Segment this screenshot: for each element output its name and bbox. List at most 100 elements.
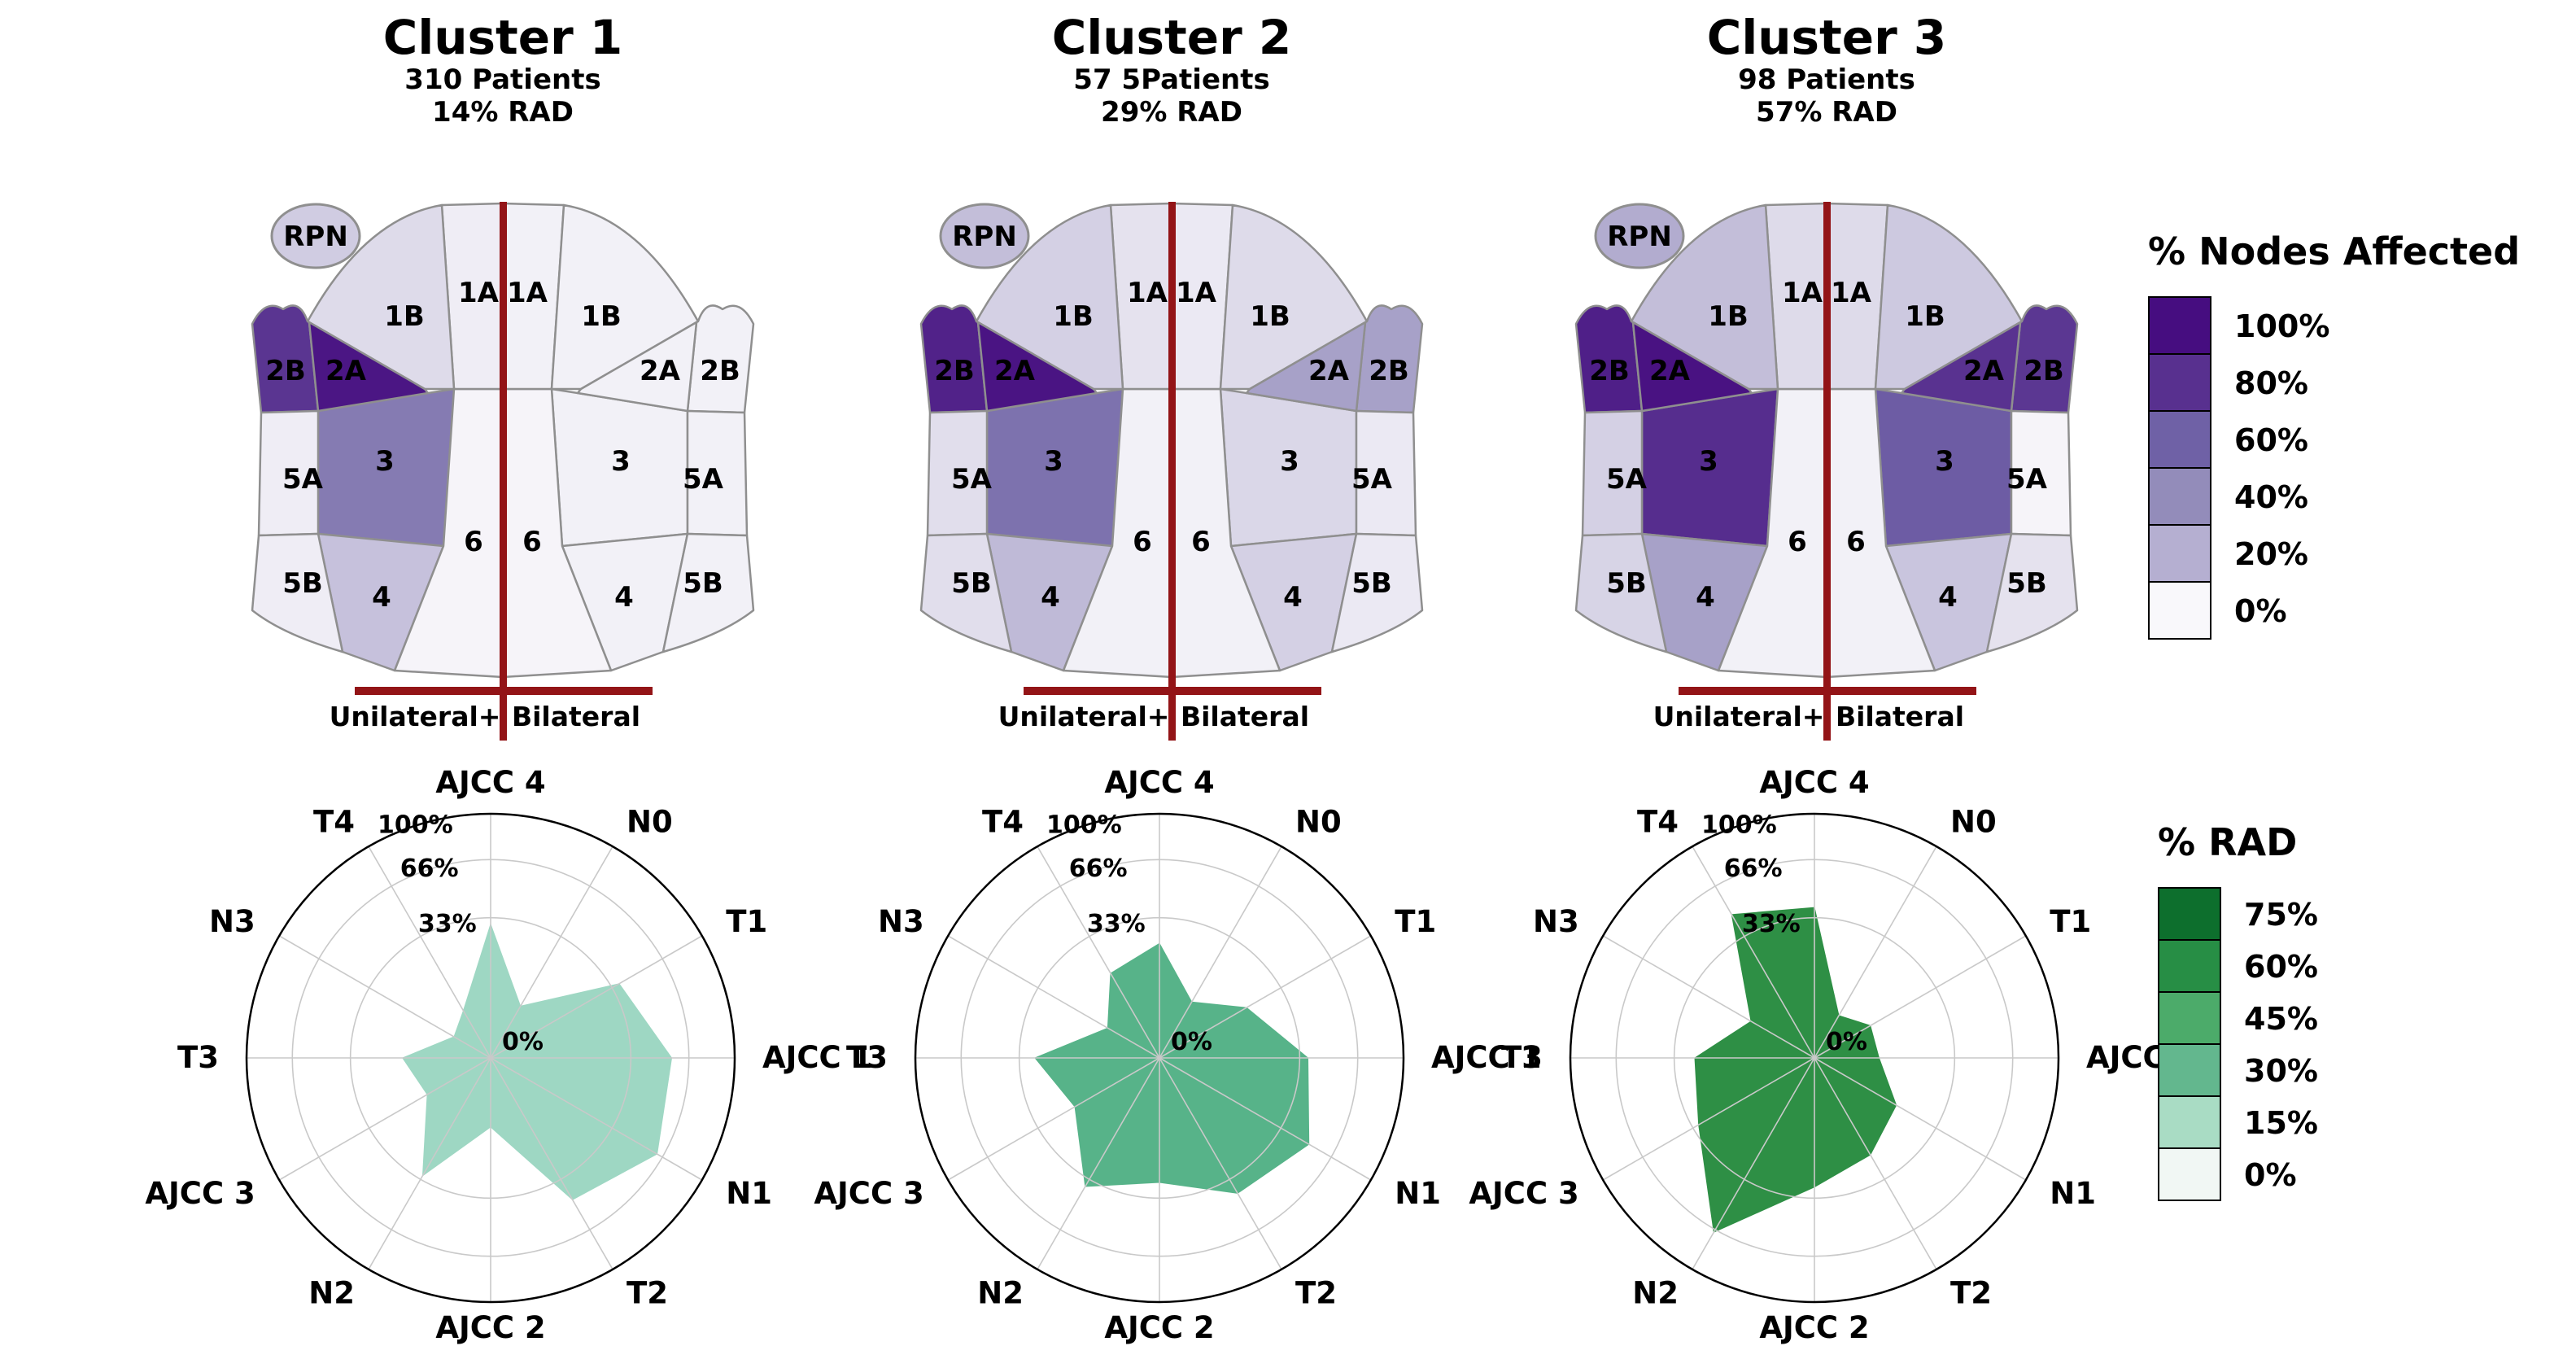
- radar-tick-0: 0%: [1171, 1028, 1212, 1056]
- region-label-2B-left: 2B: [265, 355, 306, 387]
- region-label-2B-left: 2B: [934, 355, 975, 387]
- radar-spoke: [947, 1057, 1160, 1181]
- legend-nodes-title: % Nodes Affected: [2148, 229, 2521, 273]
- radar-spoke: [1159, 935, 1372, 1059]
- region-label-5B-left: 5B: [1606, 567, 1647, 600]
- legend-item-40%: 40%: [2148, 467, 2520, 526]
- neck-regions-right: [1825, 202, 2079, 679]
- unilateral-label: Unilateral+: [1653, 701, 1825, 732]
- rpn-label: RPN: [1607, 221, 1672, 253]
- legend-label-75%: 75%: [2244, 897, 2318, 933]
- region-label-1A-left: 1A: [1782, 277, 1823, 309]
- region-2B-right: [1355, 304, 1424, 414]
- legend-label-0%: 0%: [2244, 1157, 2297, 1193]
- radar-tick-0: 0%: [502, 1028, 544, 1056]
- legend-item-75%: 75%: [2158, 887, 2318, 941]
- radar-spoke: [368, 846, 491, 1059]
- radar-axis-label-T3: T3: [1501, 1040, 1543, 1075]
- legend-rad-rows: 75%60%45%30%15%0%: [2158, 887, 2318, 1201]
- midline: [500, 202, 507, 741]
- legend-item-15%: 15%: [2158, 1095, 2318, 1149]
- cluster3-header: Cluster 3 98 Patients 57% RAD: [1501, 11, 2152, 129]
- radar-spoke: [278, 935, 491, 1059]
- region-label-5A-right: 5A: [683, 463, 724, 496]
- radar-spoke: [1602, 1057, 1815, 1181]
- region-5B-left: [251, 532, 344, 653]
- cluster3-rad: 57% RAD: [1756, 96, 1897, 129]
- region-label-2A-left: 2A: [994, 355, 1036, 387]
- legend-rad: % RAD 75%60%45%30%15%0%: [2158, 820, 2318, 1201]
- radar-spoke: [1692, 1057, 1815, 1270]
- radar-tick-0: 0%: [1826, 1028, 1867, 1056]
- legend-swatch-80%: [2148, 353, 2211, 412]
- radar-axis-label-AJCC2: AJCC 2: [435, 1310, 545, 1345]
- radar-axis-label-N0: N0: [1950, 805, 1997, 840]
- region-label-4-left: 4: [1696, 581, 1715, 614]
- region-2A-left: [976, 321, 1098, 413]
- region-label-1B-right: 1B: [1250, 300, 1290, 333]
- radar-tick-100%: 100%: [378, 811, 453, 840]
- legend-swatch-0%: [2148, 581, 2211, 640]
- legend-label-60%: 60%: [2234, 422, 2308, 458]
- region-2A-left: [308, 321, 430, 413]
- radar-axis-label-N2: N2: [977, 1275, 1024, 1310]
- region-5B-right: [1330, 532, 1424, 653]
- region-label-5A-left: 5A: [951, 463, 993, 496]
- bilateral-label: Bilateral: [1181, 701, 1309, 732]
- region-label-1B-left: 1B: [384, 300, 425, 333]
- legend-nodes-affected: % Nodes Affected 100%80%60%40%20%0%: [2148, 229, 2520, 640]
- radar-spoke: [1037, 846, 1160, 1059]
- region-label-5A-right: 5A: [1351, 463, 1393, 496]
- radar-axis-label-N3: N3: [878, 904, 924, 939]
- radar-axis-label-AJCC4: AJCC 4: [435, 765, 545, 800]
- radar-axis-label-T2: T2: [627, 1275, 668, 1310]
- radar-tick-66%: 66%: [1069, 854, 1128, 883]
- legend-rad-title: % RAD: [2158, 820, 2298, 864]
- legend-swatch-15%: [2158, 1095, 2221, 1149]
- neck-regions-left: [1574, 202, 1828, 679]
- region-label-1B-right: 1B: [1905, 300, 1945, 333]
- radar-tick-66%: 66%: [1724, 854, 1783, 883]
- legend-label-20%: 20%: [2234, 536, 2308, 572]
- region-label-5B-right: 5B: [683, 567, 723, 600]
- region-label-2A-right: 2A: [1308, 355, 1350, 387]
- legend-swatch-60%: [2158, 939, 2221, 993]
- region-label-1B-right: 1B: [581, 300, 622, 333]
- radar-tick-100%: 100%: [1046, 811, 1122, 840]
- radar-axis-label-T4: T4: [1637, 805, 1679, 840]
- region-label-4-right: 4: [614, 581, 634, 614]
- region-label-4-right: 4: [1938, 581, 1958, 614]
- radar-axis-label-T3: T3: [846, 1040, 888, 1075]
- neck-regions-left: [919, 202, 1173, 679]
- legend-item-80%: 80%: [2148, 353, 2520, 412]
- region-label-6-right: 6: [1846, 526, 1866, 558]
- region-label-2A-left: 2A: [325, 355, 367, 387]
- radar-axis-label-N1: N1: [2050, 1176, 2096, 1211]
- region-label-1A-right: 1A: [507, 277, 548, 309]
- radar-axis-label-T2: T2: [1950, 1275, 1992, 1310]
- radar-spoke: [490, 1057, 613, 1270]
- radar-tick-66%: 66%: [400, 854, 459, 883]
- rpn-ellipse: [270, 203, 361, 269]
- region-5B-left: [919, 532, 1013, 653]
- radar-tick-33%: 33%: [418, 910, 477, 938]
- radar-axis-label-N2: N2: [308, 1275, 355, 1310]
- radar-ring: [960, 859, 1359, 1257]
- region-label-3-left: 3: [1044, 445, 1063, 478]
- region-label-5A-left: 5A: [1606, 463, 1648, 496]
- legend-item-0%: 0%: [2158, 1147, 2318, 1201]
- cluster1-patients: 310 Patients: [404, 63, 601, 96]
- legend-label-30%: 30%: [2244, 1053, 2318, 1089]
- region-label-1B-left: 1B: [1053, 300, 1094, 333]
- radar-tick-100%: 100%: [1701, 811, 1777, 840]
- radar-axis-label-AJCC1: AJCC 1: [1431, 1040, 1541, 1075]
- radar-axis-label-N0: N0: [1295, 805, 1342, 840]
- legend-swatch-45%: [2158, 991, 2221, 1045]
- radar-spoke: [1159, 846, 1282, 1059]
- region-2B-left: [919, 304, 989, 414]
